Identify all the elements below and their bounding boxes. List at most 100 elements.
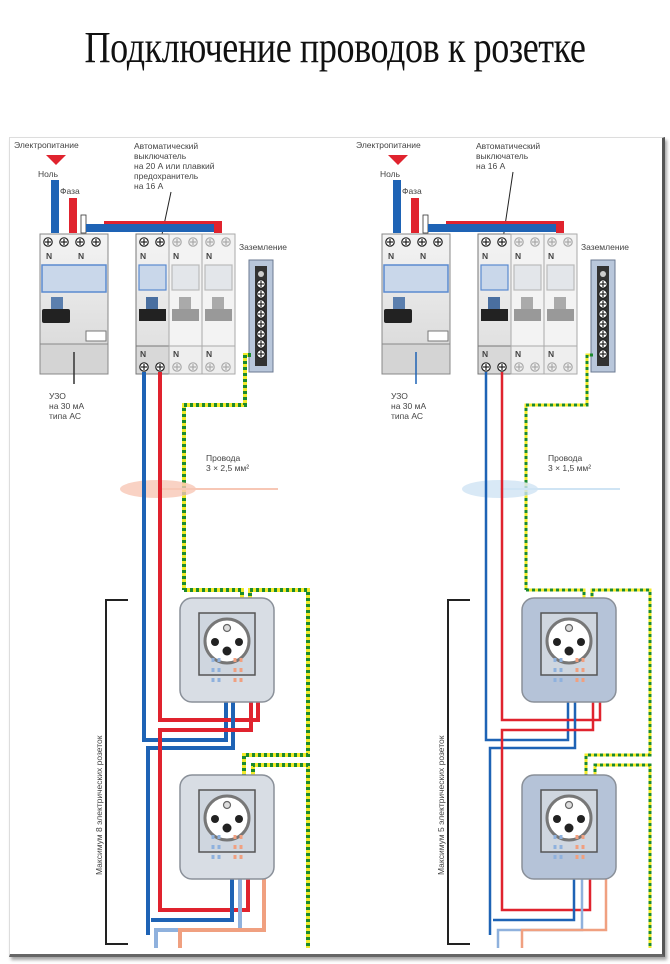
wire-terminal-dot xyxy=(217,678,221,682)
earth-wire-stripe xyxy=(182,353,251,590)
socket-face-icon xyxy=(203,794,251,842)
socket-hole-icon xyxy=(235,815,243,823)
breaker-toggle-icon xyxy=(554,297,566,309)
wire-terminal-dot xyxy=(211,855,215,859)
breaker-window xyxy=(546,264,575,291)
wire-terminal-dot xyxy=(575,855,579,859)
breaker-window xyxy=(138,264,167,291)
wire-terminal-dot xyxy=(575,668,579,672)
ground-label: Заземление xyxy=(581,242,629,252)
wire-terminal-dot xyxy=(239,668,243,672)
socket-hole-icon xyxy=(222,823,232,833)
socket-hole-icon xyxy=(577,638,585,646)
wire-terminal-dot xyxy=(211,668,215,672)
socket-hole-icon xyxy=(553,815,561,823)
rcd-handle xyxy=(42,309,70,323)
wire-terminal-dot xyxy=(559,845,563,849)
breaker-window xyxy=(204,264,233,291)
ground-label: Заземление xyxy=(239,242,287,252)
wire-terminal-dot xyxy=(581,658,585,662)
breaker-handle xyxy=(205,309,232,321)
supply-stub xyxy=(80,214,87,234)
wire-terminal-dot xyxy=(239,678,243,682)
wires-label-line: 3 × 2,5 мм² xyxy=(206,463,249,473)
wire-terminal-dot xyxy=(239,835,243,839)
breaker-label-line: выключатель xyxy=(134,151,187,161)
breaker-n-label: N xyxy=(548,349,554,359)
rcd-test-button xyxy=(85,330,107,342)
socket-hole-icon xyxy=(564,646,574,656)
socket-hole-icon xyxy=(211,815,219,823)
wire-terminal-dot xyxy=(217,855,221,859)
breaker-n-label: N xyxy=(548,251,554,261)
rcd-n-label: N xyxy=(46,251,52,261)
breaker-n-label: N xyxy=(482,349,488,359)
power-supply-label: Электропитание xyxy=(356,140,421,150)
wire-terminal-dot xyxy=(233,835,237,839)
bus-phase-wire xyxy=(446,221,563,225)
socket-hole-icon xyxy=(553,638,561,646)
breaker-label-line: выключатель xyxy=(476,151,529,161)
wire-terminal-dot xyxy=(553,678,557,682)
breaker-n-label: N xyxy=(515,251,521,261)
breaker-toggle-icon xyxy=(179,297,191,309)
breaker-window xyxy=(171,264,200,291)
phase-wire xyxy=(158,685,253,912)
wire-terminal-dot xyxy=(553,658,557,662)
wire-terminal-dot xyxy=(217,845,221,849)
socket-count-bracket xyxy=(105,599,128,945)
wire-terminal-dot xyxy=(211,835,215,839)
breaker-label-line: Автоматический xyxy=(476,141,540,151)
ground-bar-hole xyxy=(600,271,606,277)
wire-terminal-dot xyxy=(211,845,215,849)
phase-wire-out xyxy=(520,865,608,948)
supply-neutral-wire xyxy=(51,180,59,233)
socket-face-icon xyxy=(203,617,251,665)
supply-arrow-icon xyxy=(388,155,408,165)
breaker-toggle-icon xyxy=(146,297,158,309)
breaker-n-label: N xyxy=(206,251,212,261)
wire-terminal-dot xyxy=(233,845,237,849)
socket-hole-icon xyxy=(235,638,243,646)
rcd-label-line: на 30 мА xyxy=(391,401,426,411)
breaker-toggle-icon xyxy=(212,297,224,309)
rcd-toggle-icon xyxy=(51,297,63,309)
rcd-window xyxy=(41,264,107,293)
bus-neutral-wire xyxy=(86,224,216,232)
rcd-toggle-icon xyxy=(393,297,405,309)
wire-terminal-dot xyxy=(239,658,243,662)
neutral-label: Ноль xyxy=(38,169,59,179)
breaker-handle xyxy=(172,309,199,321)
wire-terminal-dot xyxy=(575,835,579,839)
breaker-window xyxy=(513,264,542,291)
phase-label: Фаза xyxy=(60,186,80,196)
rcd-label-line: УЗО xyxy=(49,391,66,401)
wire-terminal-dot xyxy=(233,855,237,859)
wire-terminal-dot xyxy=(217,658,221,662)
supply-phase-wire xyxy=(69,198,77,233)
wire-terminal-dot xyxy=(217,668,221,672)
ground-pin-icon xyxy=(222,800,232,810)
ground-pin-icon xyxy=(222,623,232,633)
rcd-label-line: УЗО xyxy=(391,391,408,401)
earth-wire-stripe xyxy=(584,588,652,790)
breaker-toggle-icon xyxy=(488,297,500,309)
rcd-window xyxy=(383,264,449,293)
breaker-window xyxy=(480,264,509,291)
ground-pin-icon xyxy=(564,623,574,633)
breaker-n-label: N xyxy=(482,251,488,261)
wire-terminal-dot xyxy=(581,668,585,672)
wires-label-line: 3 × 1,5 мм² xyxy=(548,463,591,473)
socket-hole-icon xyxy=(564,823,574,833)
neutral-wire xyxy=(142,372,228,742)
panel-right: ЭлектропитаниеНольФазаАвтоматическийвыкл… xyxy=(356,140,652,948)
phase-label: Фаза xyxy=(402,186,422,196)
supply-neutral-wire xyxy=(393,180,401,233)
bus-phase-drop xyxy=(556,221,564,233)
socket-hole-icon xyxy=(577,815,585,823)
breaker-label-line: Автоматический xyxy=(134,141,198,151)
supply-phase-wire xyxy=(411,198,419,233)
breaker-n-label: N xyxy=(173,349,179,359)
socket-face-icon xyxy=(545,617,593,665)
wire-terminal-dot xyxy=(211,658,215,662)
